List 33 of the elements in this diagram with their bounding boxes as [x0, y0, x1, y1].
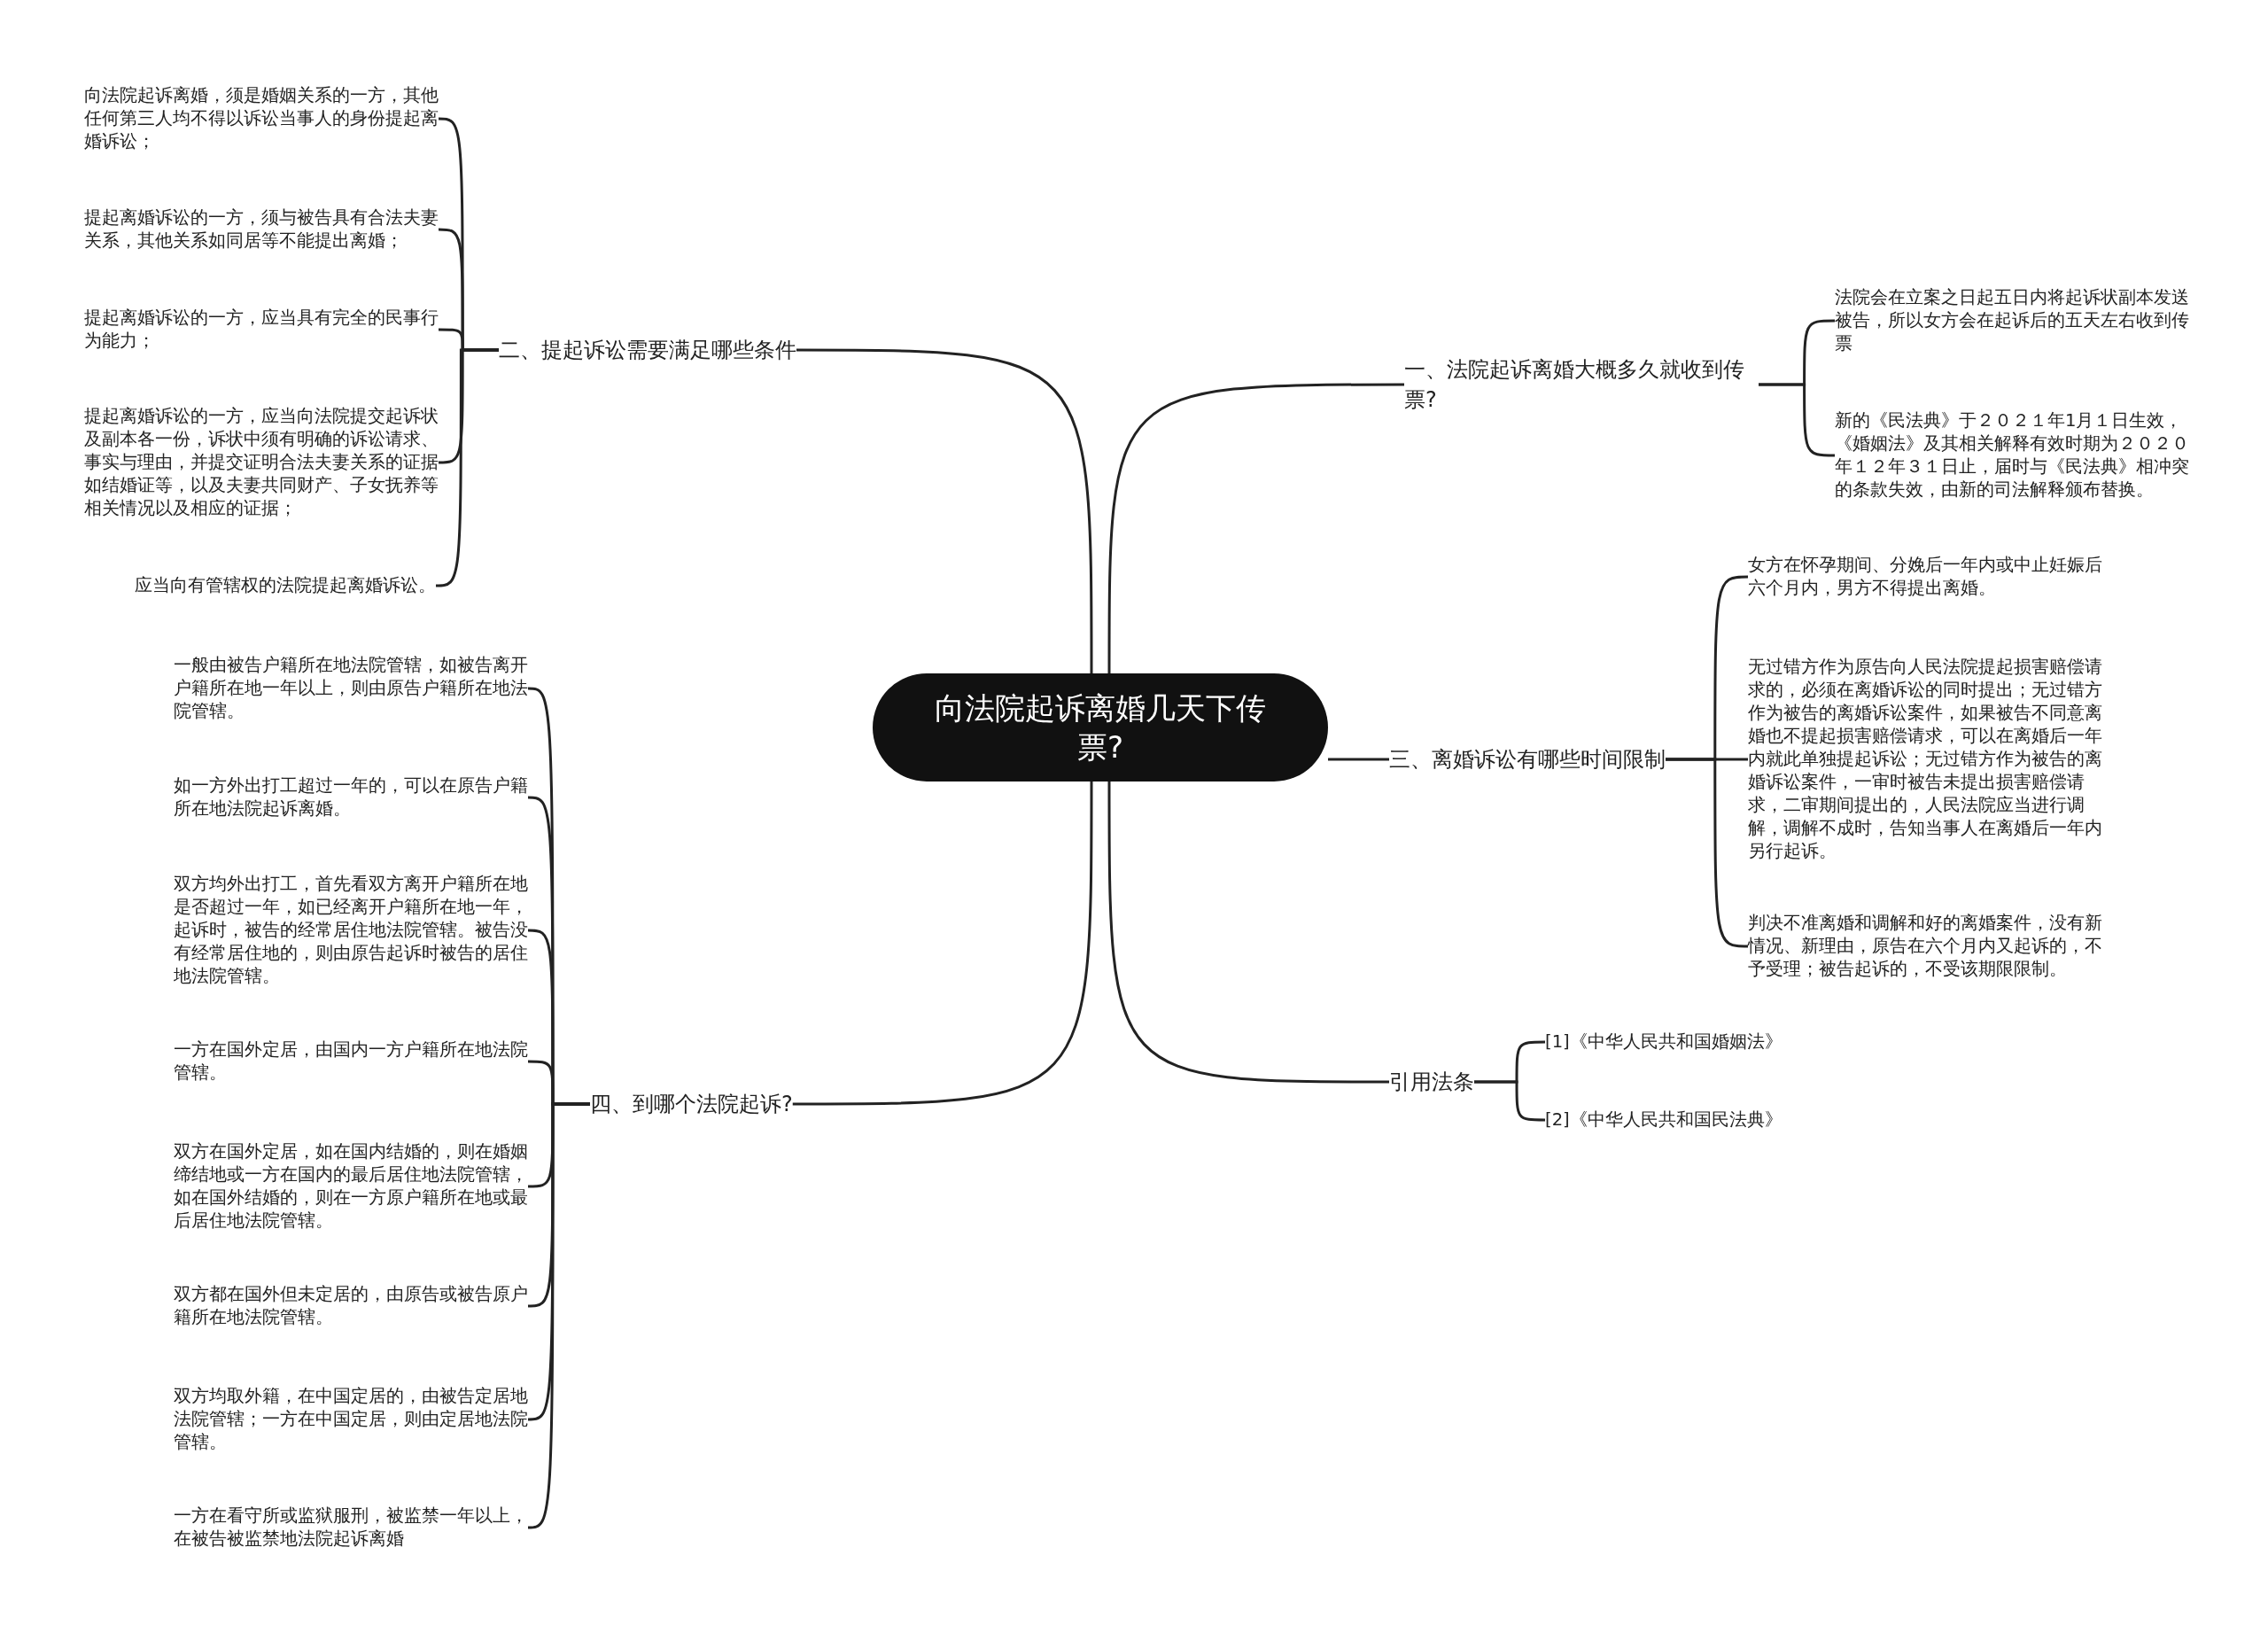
note-text: 新的《民法典》于２０２１年1月１日生效，《婚姻法》及其相关解释有效时期为２０２０年１２年３１日止，届时与《民法典》相冲突的条款失效，由新的司法解释颁布替换。	[1835, 409, 2189, 502]
note-text: 双方均外出打工，首先看双方离开户籍所在地是否超过一年，如已经离开户籍所在地一年，起诉时，被告的经常居住地法院管辖。被告没有经常居住地的，则由原告起诉时被告的居住地法院管辖。	[174, 873, 528, 988]
note-text: [2]《中华人民共和国民法典》	[1545, 1108, 1783, 1131]
note-text: 无过错方作为原告向人民法院提起损害赔偿请求的，必须在离婚诉讼的同时提出；无过错方作为被告的离婚诉讼案件，如果被告不同意离婚也不提起损害赔偿请求，可以在离婚后一年内就此单独提起诉讼；无过错方作为被告的离婚诉讼案件，一审时被告未提出损害赔偿请求，二审期间提出的，人民法院应当进行调解，调解不成时，告知当事人在离婚后一年内另行起诉。	[1748, 656, 2102, 863]
note-text: 双方都在国外但未定居的，由原告或被告原户籍所在地法院管辖。	[174, 1283, 528, 1329]
branch-label: 一、法院起诉离婚大概多久就收到传票?	[1404, 354, 1759, 415]
note-text: 一方在国外定居，由国内一方户籍所在地法院管辖。	[174, 1038, 528, 1085]
note-text: 法院会在立案之日起五日内将起诉状副本发送被告，所以女方会在起诉后的五天左右收到传票	[1835, 286, 2189, 355]
note-text: 判决不准离婚和调解和好的离婚案件，没有新情况、新理由，原告在六个月内又起诉的，不予受理；被告起诉的，不受该期限限制。	[1748, 912, 2102, 981]
note-text: 提起离婚诉讼的一方，须与被告具有合法夫妻关系，其他关系如同居等不能提出离婚；	[84, 206, 439, 253]
note-text: 女方在怀孕期间、分娩后一年内或中止妊娠后六个月内，男方不得提出离婚。	[1748, 554, 2102, 600]
connector-line	[1328, 758, 1389, 761]
note-text: 双方在国外定居，如在国内结婚的，则在婚姻缔结地或一方在国内的最后居住地法院管辖，如在国外结婚的，则在一方原户籍所在地或最后居住地法院管辖。	[174, 1140, 528, 1233]
note-text: [1]《中华人民共和国婚姻法》	[1545, 1030, 1783, 1054]
note-text: 提起离婚诉讼的一方，应当具有完全的民事行为能力；	[84, 307, 439, 353]
connector-line	[1107, 782, 1389, 1084]
branch-label: 二、提起诉讼需要满足哪些条件	[499, 335, 796, 365]
branch-label: 引用法条	[1389, 1067, 1474, 1097]
branch-label: 四、到哪个法院起诉?	[590, 1089, 793, 1119]
note-text: 向法院起诉离婚，须是婚姻关系的一方，其他任何第三人均不得以诉讼当事人的身份提起离婚诉讼；	[84, 84, 439, 153]
note-text: 一方在看守所或监狱服刑，被监禁一年以上，在被告被监禁地法院起诉离婚	[174, 1505, 528, 1551]
connector-line	[796, 348, 1093, 673]
central-topic: 向法院起诉离婚几天下传票?	[873, 673, 1328, 782]
connector-line	[792, 782, 1093, 1106]
connector-line	[1107, 383, 1404, 673]
note-text: 提起离婚诉讼的一方，应当向法院提交起诉状及副本各一份，诉状中须有明确的诉讼请求、事实与理由，并提交证明合法夫妻关系的证据如结婚证等，以及夫妻共同财产、子女抚养等相关情况以及相应的证据；	[84, 405, 439, 520]
note-text: 如一方外出打工超过一年的，可以在原告户籍所在地法院起诉离婚。	[174, 774, 528, 820]
connector-line	[1666, 758, 1748, 948]
note-text: 一般由被告户籍所在地法院管辖，如被告离开户籍所在地一年以上，则由原告户籍所在地法院管辖。	[174, 654, 528, 723]
branch-label: 三、离婚诉讼有哪些时间限制	[1389, 744, 1666, 774]
note-text: 双方均取外籍，在中国定居的，由被告定居地法院管辖；一方在中国定居，则由定居地法院管辖。	[174, 1385, 528, 1454]
connector-line	[1474, 1080, 1545, 1122]
note-text: 应当向有管辖权的法院提起离婚诉讼。	[135, 574, 436, 597]
